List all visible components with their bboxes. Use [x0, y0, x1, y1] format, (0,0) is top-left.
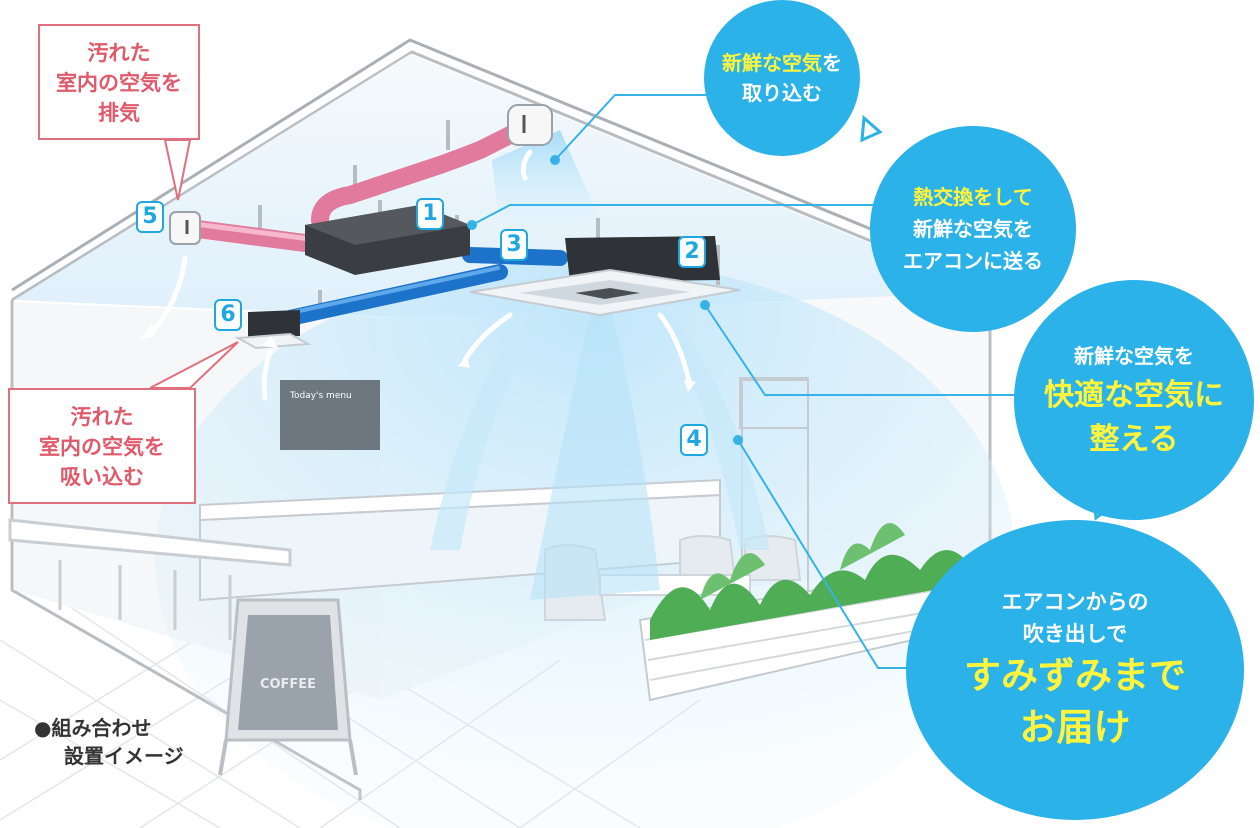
heat-exchange-line-3: エアコンに送る — [903, 249, 1043, 273]
badge-2: 2 — [678, 236, 706, 268]
coffee-sign-title: COFFEE — [260, 677, 316, 692]
intake-hood — [507, 104, 553, 146]
comfort-line-1: 新鮮な空気を — [1074, 344, 1194, 368]
fresh-air-intake-line-1: 新鮮な空気を — [722, 48, 842, 78]
fresh-air-intake-bubble: 新鮮な空気を 取り込む — [704, 0, 860, 156]
intake-callout-line-2: 室内の空気を — [39, 435, 165, 459]
fresh-air-highlight: 新鮮な空気 — [722, 51, 822, 75]
distribution-bubble: エアコンからの 吹き出しで すみずみまで お届け — [906, 520, 1244, 820]
heat-exchange-bubble: 熱交換をして 新鮮な空気を エアコンに送る — [870, 126, 1076, 332]
exhaust-duct — [181, 121, 529, 254]
exhaust-hood — [169, 211, 201, 245]
caption-line-2: 設置イメージ — [64, 744, 184, 768]
planter — [638, 523, 1002, 702]
exhaust-callout-line-2: 室内の空気を — [56, 71, 182, 95]
distribution-line-3: すみずみまで — [964, 654, 1186, 697]
comfort-line-3: 整える — [1089, 422, 1179, 457]
badge-1: 1 — [416, 198, 444, 230]
installation-caption: ●組み合わせ 設置イメージ — [34, 714, 184, 770]
intake-callout-line-1: 汚れた — [70, 405, 134, 429]
exhaust-callout: 汚れた 室内の空気を 排気 — [38, 24, 200, 140]
caption-line-1: ●組み合わせ — [34, 716, 152, 740]
menu-board-title: Today's menu — [289, 391, 352, 401]
stools — [8, 518, 292, 640]
comfort-bubble: 新鮮な空気を 快適な空気に 整える — [1014, 280, 1254, 520]
airflow-arrows — [147, 149, 693, 401]
supply-air-jet — [530, 270, 660, 600]
leader-lines — [471, 94, 1020, 669]
fresh-air-intake-line-2: 取り込む — [742, 81, 822, 105]
comfort-line-2: 快適な空気に — [1044, 378, 1224, 413]
heat-exchange-line-2: 新鮮な空気を — [913, 217, 1033, 241]
menu-board: Today's menu — [289, 391, 352, 401]
badge-4: 4 — [680, 424, 708, 456]
exhaust-callout-line-1: 汚れた — [87, 41, 151, 65]
distribution-line-1: エアコンからの — [1001, 590, 1149, 614]
distribution-line-2: 吹き出しで — [1022, 622, 1128, 646]
distribution-line-4: お届け — [1019, 706, 1131, 749]
fresh-air-particle: を — [822, 51, 842, 75]
intake-callout: 汚れた 室内の空気を 吸い込む — [8, 388, 196, 504]
badge-6: 6 — [214, 299, 242, 331]
intake-callout-line-3: 吸い込む — [60, 465, 144, 489]
coffee-sign: COFFEE — [218, 598, 358, 776]
badge-3: 3 — [500, 229, 528, 261]
badge-5: 5 — [136, 201, 164, 233]
exhaust-callout-line-3: 排気 — [98, 101, 140, 125]
heat-exchange-line-1: 熱交換をして — [913, 185, 1033, 209]
pink-pointers — [149, 139, 239, 389]
